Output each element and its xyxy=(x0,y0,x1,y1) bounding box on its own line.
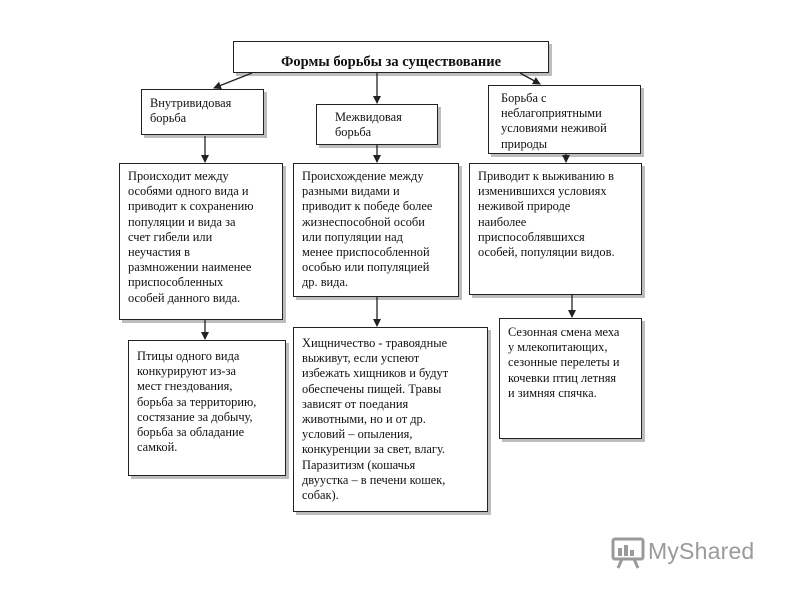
presentation-board-icon xyxy=(611,537,645,569)
title-box: Формы борьбы за существование xyxy=(233,41,549,73)
description-box-intraspecific: Происходит между особями одного вида и п… xyxy=(119,163,283,320)
examples-text: Сезонная смена меха у млекопитающих, сез… xyxy=(508,325,620,400)
description-text: Происходит между особями одного вида и п… xyxy=(128,169,254,305)
category-label: Борьба с неблагоприятными условиями нежи… xyxy=(501,91,607,151)
category-box-intraspecific: Внутривидовая борьба xyxy=(141,89,264,135)
category-box-interspecific: Межвидовая борьба xyxy=(316,104,438,145)
category-label: Межвидовая борьба xyxy=(335,110,402,140)
diagram-title: Формы борьбы за существование xyxy=(280,54,502,70)
category-label: Внутривидовая борьба xyxy=(150,96,232,126)
arrow-title-to-abiotic xyxy=(519,72,541,85)
arrow-title-to-intraspecific xyxy=(213,72,253,90)
description-text: Приводит к выживанию в изменившихся усло… xyxy=(478,169,615,260)
examples-box-interspecific: Хищничество - травоядные выживут, если у… xyxy=(293,327,488,512)
examples-box-intraspecific: Птицы одного вида конкурируют из-за мест… xyxy=(128,340,286,476)
category-box-abiotic: Борьба с неблагоприятными условиями нежи… xyxy=(488,85,641,154)
description-text: Происхождение между разными видами и при… xyxy=(302,169,433,290)
description-box-abiotic: Приводит к выживанию в изменившихся усло… xyxy=(469,163,642,295)
examples-text: Хищничество - травоядные выживут, если у… xyxy=(302,336,449,503)
watermark-brand: MyShared xyxy=(648,538,755,564)
examples-text: Птицы одного вида конкурируют из-за мест… xyxy=(137,349,257,455)
description-box-interspecific: Происхождение между разными видами и при… xyxy=(293,163,459,297)
examples-box-abiotic: Сезонная смена меха у млекопитающих, сез… xyxy=(499,318,642,439)
